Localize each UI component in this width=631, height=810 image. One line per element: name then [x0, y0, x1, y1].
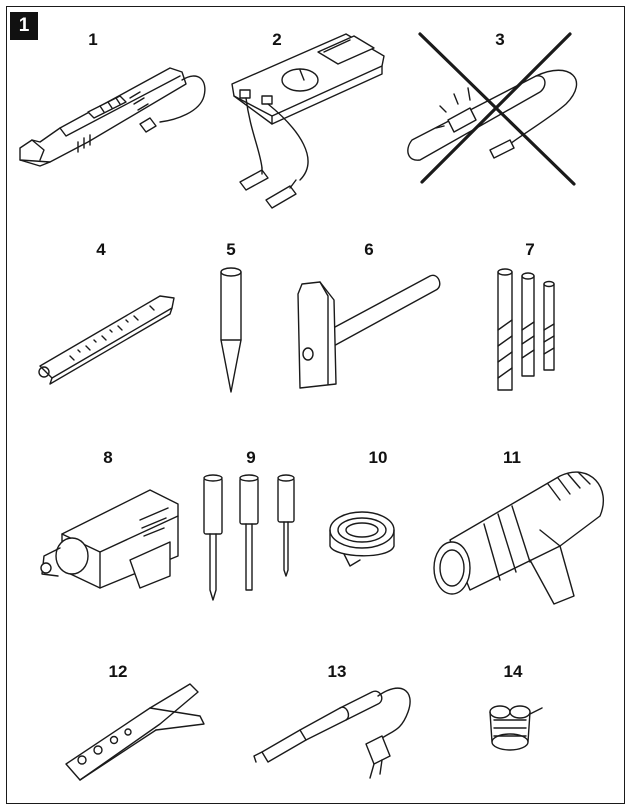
tool-label-5: 5: [226, 240, 236, 259]
tool-label-10: 10: [368, 448, 388, 467]
tool-label-9: 9: [246, 448, 256, 467]
tool-label-8: 8: [103, 448, 113, 467]
tool-label-6: 6: [364, 240, 374, 259]
test-lamp-crossed-out-icon: [408, 34, 577, 184]
tool-label-2: 2: [272, 30, 282, 49]
soldering-iron-icon: [254, 688, 410, 778]
crimping-pliers-icon: [66, 684, 204, 780]
tool-label-1: 1: [88, 30, 98, 49]
heat-gun-icon: [434, 472, 603, 604]
solder-wire-icon: [490, 706, 542, 750]
tool-label-7: 7: [525, 240, 535, 259]
insulating-tape-icon: [330, 512, 394, 566]
tool-label-4: 4: [96, 240, 106, 259]
multimeter-icon: [232, 34, 384, 208]
drill-bits-icon: [498, 269, 554, 390]
tool-label-11: 11: [503, 448, 521, 467]
hammer-icon: [298, 275, 440, 388]
electric-drill-icon: [41, 490, 178, 588]
figure-frame: [6, 6, 625, 804]
tool-label-13: 13: [327, 662, 347, 681]
crimping-tool-icon: [20, 68, 205, 166]
tool-label-3: 3: [495, 30, 505, 49]
wire-stripping-ruler-icon: [39, 296, 174, 384]
tool-label-12: 12: [108, 662, 128, 681]
screwdrivers-icon: [204, 475, 294, 600]
figure-number-badge: 1: [10, 12, 38, 40]
center-punch-icon: [221, 268, 241, 392]
tool-label-14: 14: [503, 662, 523, 681]
